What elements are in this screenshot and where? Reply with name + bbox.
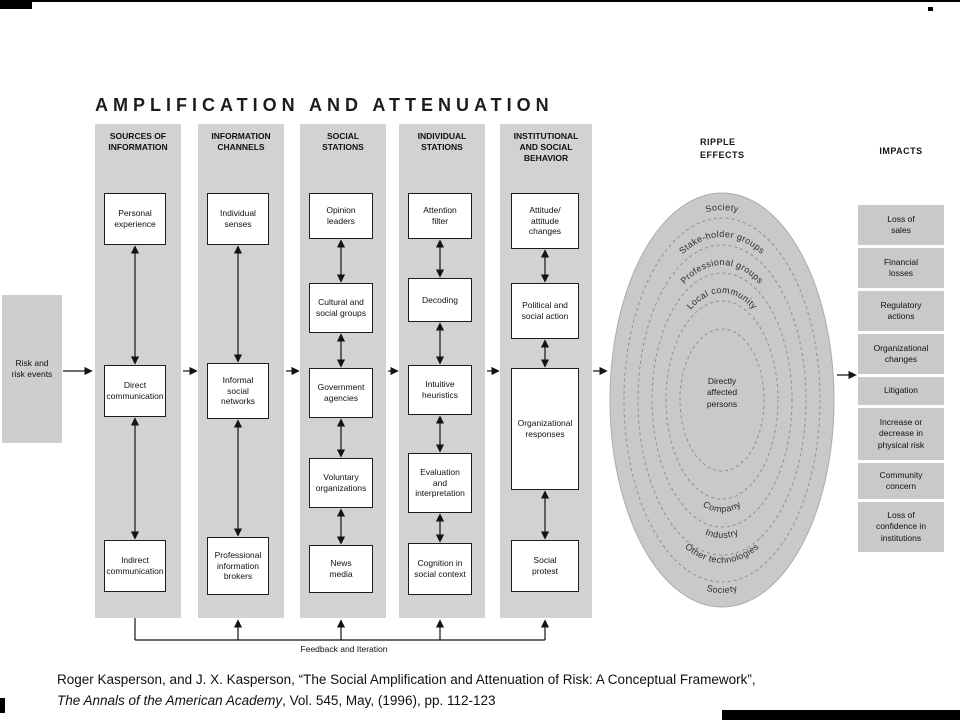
box-informal-social-networks: Informal social networks <box>207 363 269 419</box>
box-voluntary-organizations: Voluntary organizations <box>309 458 373 508</box>
feedback-loop <box>134 618 550 641</box>
box-direct-communication: Direct communication <box>104 365 166 417</box>
citation-line-1: Roger Kasperson, and J. X. Kasperson, “T… <box>57 672 756 687</box>
box-intuitive-heuristics: Intuitive heuristics <box>408 365 472 415</box>
column-header: INDIVIDUAL STATIONS <box>417 131 467 153</box>
ripple-label-professional-groups: Professional groups <box>679 257 766 286</box>
impact-regulatory-actions: Regulatory actions <box>858 291 944 331</box>
bottom-right-bar <box>722 710 960 720</box>
citation-journal-name: The Annals of the American Academy <box>57 693 283 708</box>
impacts-column: Loss of sales Financial losses Regulator… <box>858 205 944 552</box>
box-cultural-social-groups: Cultural and social groups <box>309 283 373 333</box>
box-indirect-communication: Indirect communication <box>104 540 166 592</box>
ripple-center-label: Directly affected persons <box>706 376 738 409</box>
citation-volume-pages: , Vol. 545, May, (1996), pp. 112-123 <box>282 693 496 708</box>
feedback-iteration-label: Feedback and Iteration <box>300 644 388 654</box>
impact-physical-risk-change: Increase or decrease in physical risk <box>858 408 944 460</box>
page-title: AMPLIFICATION AND ATTENUATION <box>95 95 554 115</box>
column-header: SOURCES OF INFORMATION <box>108 131 168 153</box>
ripple-label-company: Company <box>701 499 742 514</box>
ripple-label-other-technologies: Other technologies <box>683 541 760 565</box>
box-organizational-responses: Organizational responses <box>511 368 579 490</box>
column-header: INFORMATION CHANNELS <box>211 131 271 153</box>
ripple-label-local-community: Local community <box>685 285 760 312</box>
citation-line-2: The Annals of the American Academy, Vol.… <box>57 690 756 711</box>
box-individual-senses: Individual senses <box>207 193 269 245</box>
box-attitude-changes: Attitude/ attitude changes <box>511 193 579 249</box>
column-header: SOCIAL STATIONS <box>322 131 364 153</box>
box-opinion-leaders: Opinion leaders <box>309 193 373 239</box>
impact-loss-of-confidence: Loss of confidence in institutions <box>858 502 944 552</box>
box-news-media: News media <box>309 545 373 593</box>
bottom-left-mark <box>0 698 5 713</box>
box-government-agencies: Government agencies <box>309 368 373 418</box>
citation: Roger Kasperson, and J. X. Kasperson, “T… <box>57 669 756 711</box>
risk-events-box: Risk and risk events <box>2 295 62 443</box>
ripple-effects-heading: RIPPLE EFFECTS <box>700 137 745 161</box>
box-professional-information-brokers: Professional information brokers <box>207 537 269 595</box>
box-evaluation-interpretation: Evaluation and interpretation <box>408 453 472 513</box>
impact-loss-of-sales: Loss of sales <box>858 205 944 245</box>
box-personal-experience: Personal experience <box>104 193 166 245</box>
ripple-label-society-top: Society <box>704 202 740 214</box>
ripple-label-stakeholder-groups: Stake-holder groups <box>677 229 767 256</box>
box-attention-filter: Attention filter <box>408 193 472 239</box>
top-right-mark <box>928 7 933 11</box>
box-decoding: Decoding <box>408 278 472 322</box>
impacts-heading: IMPACTS <box>879 146 923 156</box>
box-social-protest: Social protest <box>511 540 579 592</box>
top-left-mark <box>0 0 32 9</box>
box-political-social-action: Political and social action <box>511 283 579 339</box>
impact-organizational-changes: Organizational changes <box>858 334 944 374</box>
impact-financial-losses: Financial losses <box>858 248 944 288</box>
box-cognition-social-context: Cognition in social context <box>408 543 472 595</box>
impact-community-concern: Community concern <box>858 463 944 499</box>
ripple-label-society-bottom: Society <box>706 583 739 595</box>
impact-litigation: Litigation <box>858 377 944 405</box>
ripple-label-industry: Industry <box>704 527 740 540</box>
top-edge-bar <box>0 0 960 2</box>
column-header: INSTITUTIONAL AND SOCIAL BEHAVIOR <box>513 131 579 164</box>
